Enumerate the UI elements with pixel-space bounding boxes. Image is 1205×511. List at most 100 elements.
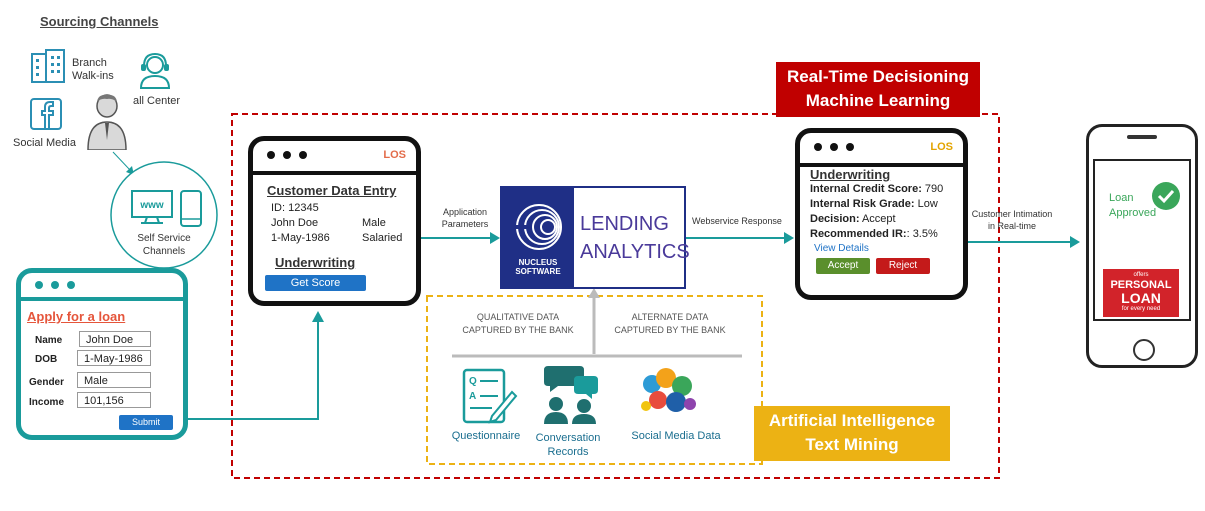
mobile-phone: Loan Approved offers PERSONAL LOAN for e…: [1086, 124, 1198, 368]
gender-field[interactable]: Male: [77, 372, 151, 388]
customer-data-heading: Customer Data Entry: [267, 183, 397, 198]
window-titlebar: LOS: [800, 133, 963, 167]
ad-subtext: for every need: [1121, 306, 1161, 312]
customer-dob: 1-May-1986: [271, 232, 330, 244]
phone-speaker: [1127, 135, 1157, 139]
los-underwriting-window: LOS Underwriting Internal Credit Score: …: [795, 128, 968, 300]
qualitative-data-label: QUALITATIVE DATA CAPTURED BY THE BANK: [462, 312, 574, 335]
lending-title-line2: ANALYTICS: [580, 241, 690, 263]
ai-banner-line1: Artificial Intelligence: [768, 411, 936, 430]
apply-loan-title: Apply for a loan: [27, 309, 126, 324]
personal-loan-ad: offers PERSONAL LOAN for every need: [1103, 269, 1179, 317]
name-field[interactable]: John Doe: [79, 331, 151, 347]
svg-text:A: A: [469, 391, 476, 402]
mobile-icon: [180, 190, 202, 227]
ml-boundary: [231, 113, 1000, 479]
reject-button[interactable]: Reject: [876, 258, 930, 274]
credit-score-row: Internal Credit Score: 790: [810, 183, 943, 195]
credit-score-value: 790: [924, 183, 944, 195]
social-media-cloud-icon: [641, 368, 696, 412]
realtime-banner-line1: Real-Time Decisioning: [786, 67, 969, 86]
risk-grade-label: Internal Risk Grade:: [810, 198, 915, 210]
lending-title-line1: LENDING: [580, 213, 669, 235]
ad-line2: LOAN: [1121, 290, 1161, 306]
call-center-icon: [139, 52, 171, 89]
alternate-data-label: ALTERNATE DATA CAPTURED BY THE BANK: [614, 312, 726, 335]
interest-rate-row: Recommended IR:: 3.5%: [810, 228, 938, 240]
realtime-ml-banner: Real-Time Decisioning Machine Learning: [776, 62, 980, 117]
loan-approved-text: Loan Approved: [1109, 192, 1157, 219]
conversation-label: Conversation Records: [535, 432, 601, 458]
interest-rate-label: Recommended IR:: [810, 228, 907, 240]
window-dots: [35, 281, 75, 289]
los-data-entry-window: LOS Customer Data Entry ID: 12345 John D…: [248, 136, 421, 306]
gender-label: Gender: [29, 377, 65, 388]
window-dots: [267, 151, 307, 159]
social-media-data-label: Social Media Data: [631, 430, 721, 442]
los-tag: LOS: [383, 149, 406, 161]
window-dots: [814, 143, 854, 151]
facebook-icon: [30, 98, 62, 130]
decision-label: Decision:: [810, 213, 860, 225]
walk-in-person-icon: [87, 94, 127, 150]
submit-button[interactable]: Submit: [119, 415, 173, 430]
social-media-label: Social Media: [13, 137, 76, 149]
ad-line1: PERSONAL: [1110, 279, 1172, 291]
dob-field[interactable]: 1-May-1986: [77, 350, 151, 366]
nucleus-logo-panel: NUCLEUS SOFTWARE: [502, 188, 574, 287]
customer-intimation-label: Customer Intimation in Real-time: [971, 209, 1053, 231]
sourcing-title: Sourcing Channels: [40, 14, 159, 29]
name-label: Name: [35, 335, 63, 346]
call-center-label: all Center: [133, 95, 181, 107]
customer-name: John Doe: [271, 217, 319, 229]
data-up-arrowhead: [588, 288, 600, 298]
phone-screen: [1093, 159, 1191, 321]
interest-rate-value: : 3.5%: [906, 228, 938, 240]
apply-loan-window: Apply for a loan Name John Doe DOB 1-May…: [16, 268, 188, 440]
window-titlebar: [21, 273, 183, 301]
svg-text:Q: Q: [469, 376, 477, 387]
ai-text-mining-banner: Artificial Intelligence Text Mining: [754, 406, 950, 461]
realtime-banner-line2: Machine Learning: [805, 91, 951, 110]
branch-label: Branch Walk-ins: [72, 57, 114, 82]
monitor-icon: [131, 190, 173, 224]
sourcing-arrow-line: [112, 151, 131, 171]
dob-label: DOB: [35, 354, 58, 365]
credit-score-label: Internal Credit Score:: [810, 183, 922, 195]
income-field[interactable]: 101,156: [77, 392, 151, 408]
nucleus-logo-icon: [514, 204, 562, 250]
los-tag: LOS: [930, 141, 953, 153]
risk-grade-row: Internal Risk Grade: Low: [810, 198, 938, 210]
self-service-label: Self Service Channels: [137, 233, 191, 257]
ai-boundary: [426, 295, 763, 465]
risk-grade-value: Low: [917, 198, 938, 210]
view-details-link[interactable]: View Details: [814, 243, 869, 254]
application-parameters-label: Application Parameters: [441, 207, 489, 229]
nucleus-logo-text: NUCLEUS SOFTWARE: [515, 258, 561, 276]
lending-to-los-arrowhead: [784, 232, 794, 244]
customer-id: ID: 12345: [271, 202, 319, 214]
questionnaire-icon: Q A: [462, 368, 518, 424]
los-to-phone-arrowhead: [1070, 236, 1080, 248]
lending-analytics-box: NUCLEUS SOFTWARE LENDING ANALYTICS: [500, 186, 690, 289]
accept-button[interactable]: Accept: [816, 258, 870, 274]
underwriting-heading: Underwriting: [275, 255, 356, 270]
www-label: www: [140, 200, 164, 211]
ai-banner-line2: Text Mining: [805, 435, 899, 454]
get-score-button[interactable]: Get Score: [265, 275, 366, 291]
los-to-lending-arrowhead: [490, 232, 500, 244]
phone-home-button[interactable]: [1133, 339, 1155, 361]
questionnaire-label: Questionnaire: [451, 430, 521, 442]
check-icon: [1152, 182, 1180, 210]
ad-small-text: offers: [1133, 272, 1149, 278]
submit-to-los-line: [188, 320, 319, 420]
customer-employment: Salaried: [362, 232, 403, 244]
conversation-icon: [544, 366, 598, 424]
window-titlebar: LOS: [253, 141, 416, 175]
decision-value: Accept: [861, 213, 896, 225]
underwriting-heading: Underwriting: [810, 167, 891, 182]
decision-row: Decision: Accept: [810, 213, 896, 225]
income-label: Income: [29, 397, 65, 408]
building-icon: [31, 49, 65, 83]
